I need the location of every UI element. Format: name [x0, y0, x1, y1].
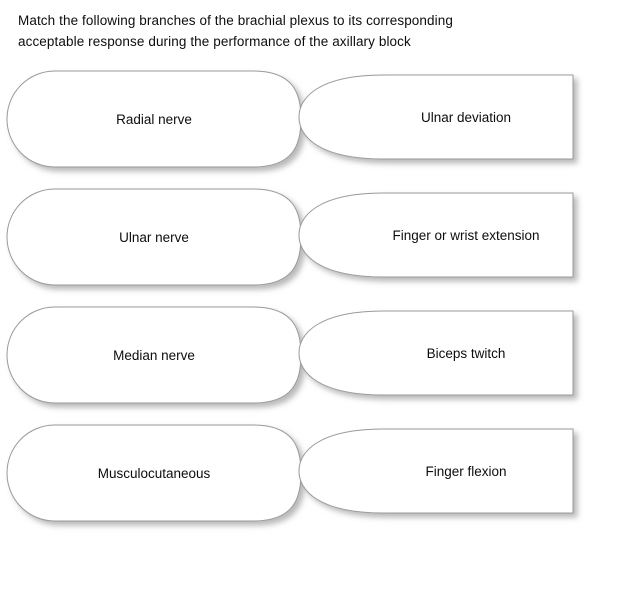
- delay-shape-reversed-outline-icon: [298, 310, 574, 396]
- response-shape-1[interactable]: Ulnar deviation: [298, 74, 574, 160]
- delay-shape-outline-icon: [6, 306, 302, 404]
- match-row: Musculocutaneous Finger flexion: [0, 424, 632, 542]
- response-shape-3[interactable]: Biceps twitch: [298, 310, 574, 396]
- delay-shape-reversed-outline-icon: [298, 74, 574, 160]
- response-shape-2[interactable]: Finger or wrist extension: [298, 192, 574, 278]
- delay-shape-outline-icon: [6, 70, 302, 168]
- match-row: Radial nerve Ulnar deviation: [0, 70, 632, 188]
- term-shape-1[interactable]: Radial nerve: [6, 70, 302, 168]
- delay-shape-outline-icon: [6, 424, 302, 522]
- delay-shape-reversed-outline-icon: [298, 428, 574, 514]
- question-prompt: Match the following branches of the brac…: [18, 10, 618, 52]
- term-shape-4[interactable]: Musculocutaneous: [6, 424, 302, 522]
- term-shape-2[interactable]: Ulnar nerve: [6, 188, 302, 286]
- match-row: Ulnar nerve Finger or wrist extension: [0, 188, 632, 306]
- prompt-line-1: Match the following branches of the brac…: [18, 13, 453, 28]
- delay-shape-outline-icon: [6, 188, 302, 286]
- delay-shape-reversed-outline-icon: [298, 192, 574, 278]
- response-shape-4[interactable]: Finger flexion: [298, 428, 574, 514]
- match-row: Median nerve Biceps twitch: [0, 306, 632, 424]
- term-shape-3[interactable]: Median nerve: [6, 306, 302, 404]
- prompt-line-2: acceptable response during the performan…: [18, 34, 411, 49]
